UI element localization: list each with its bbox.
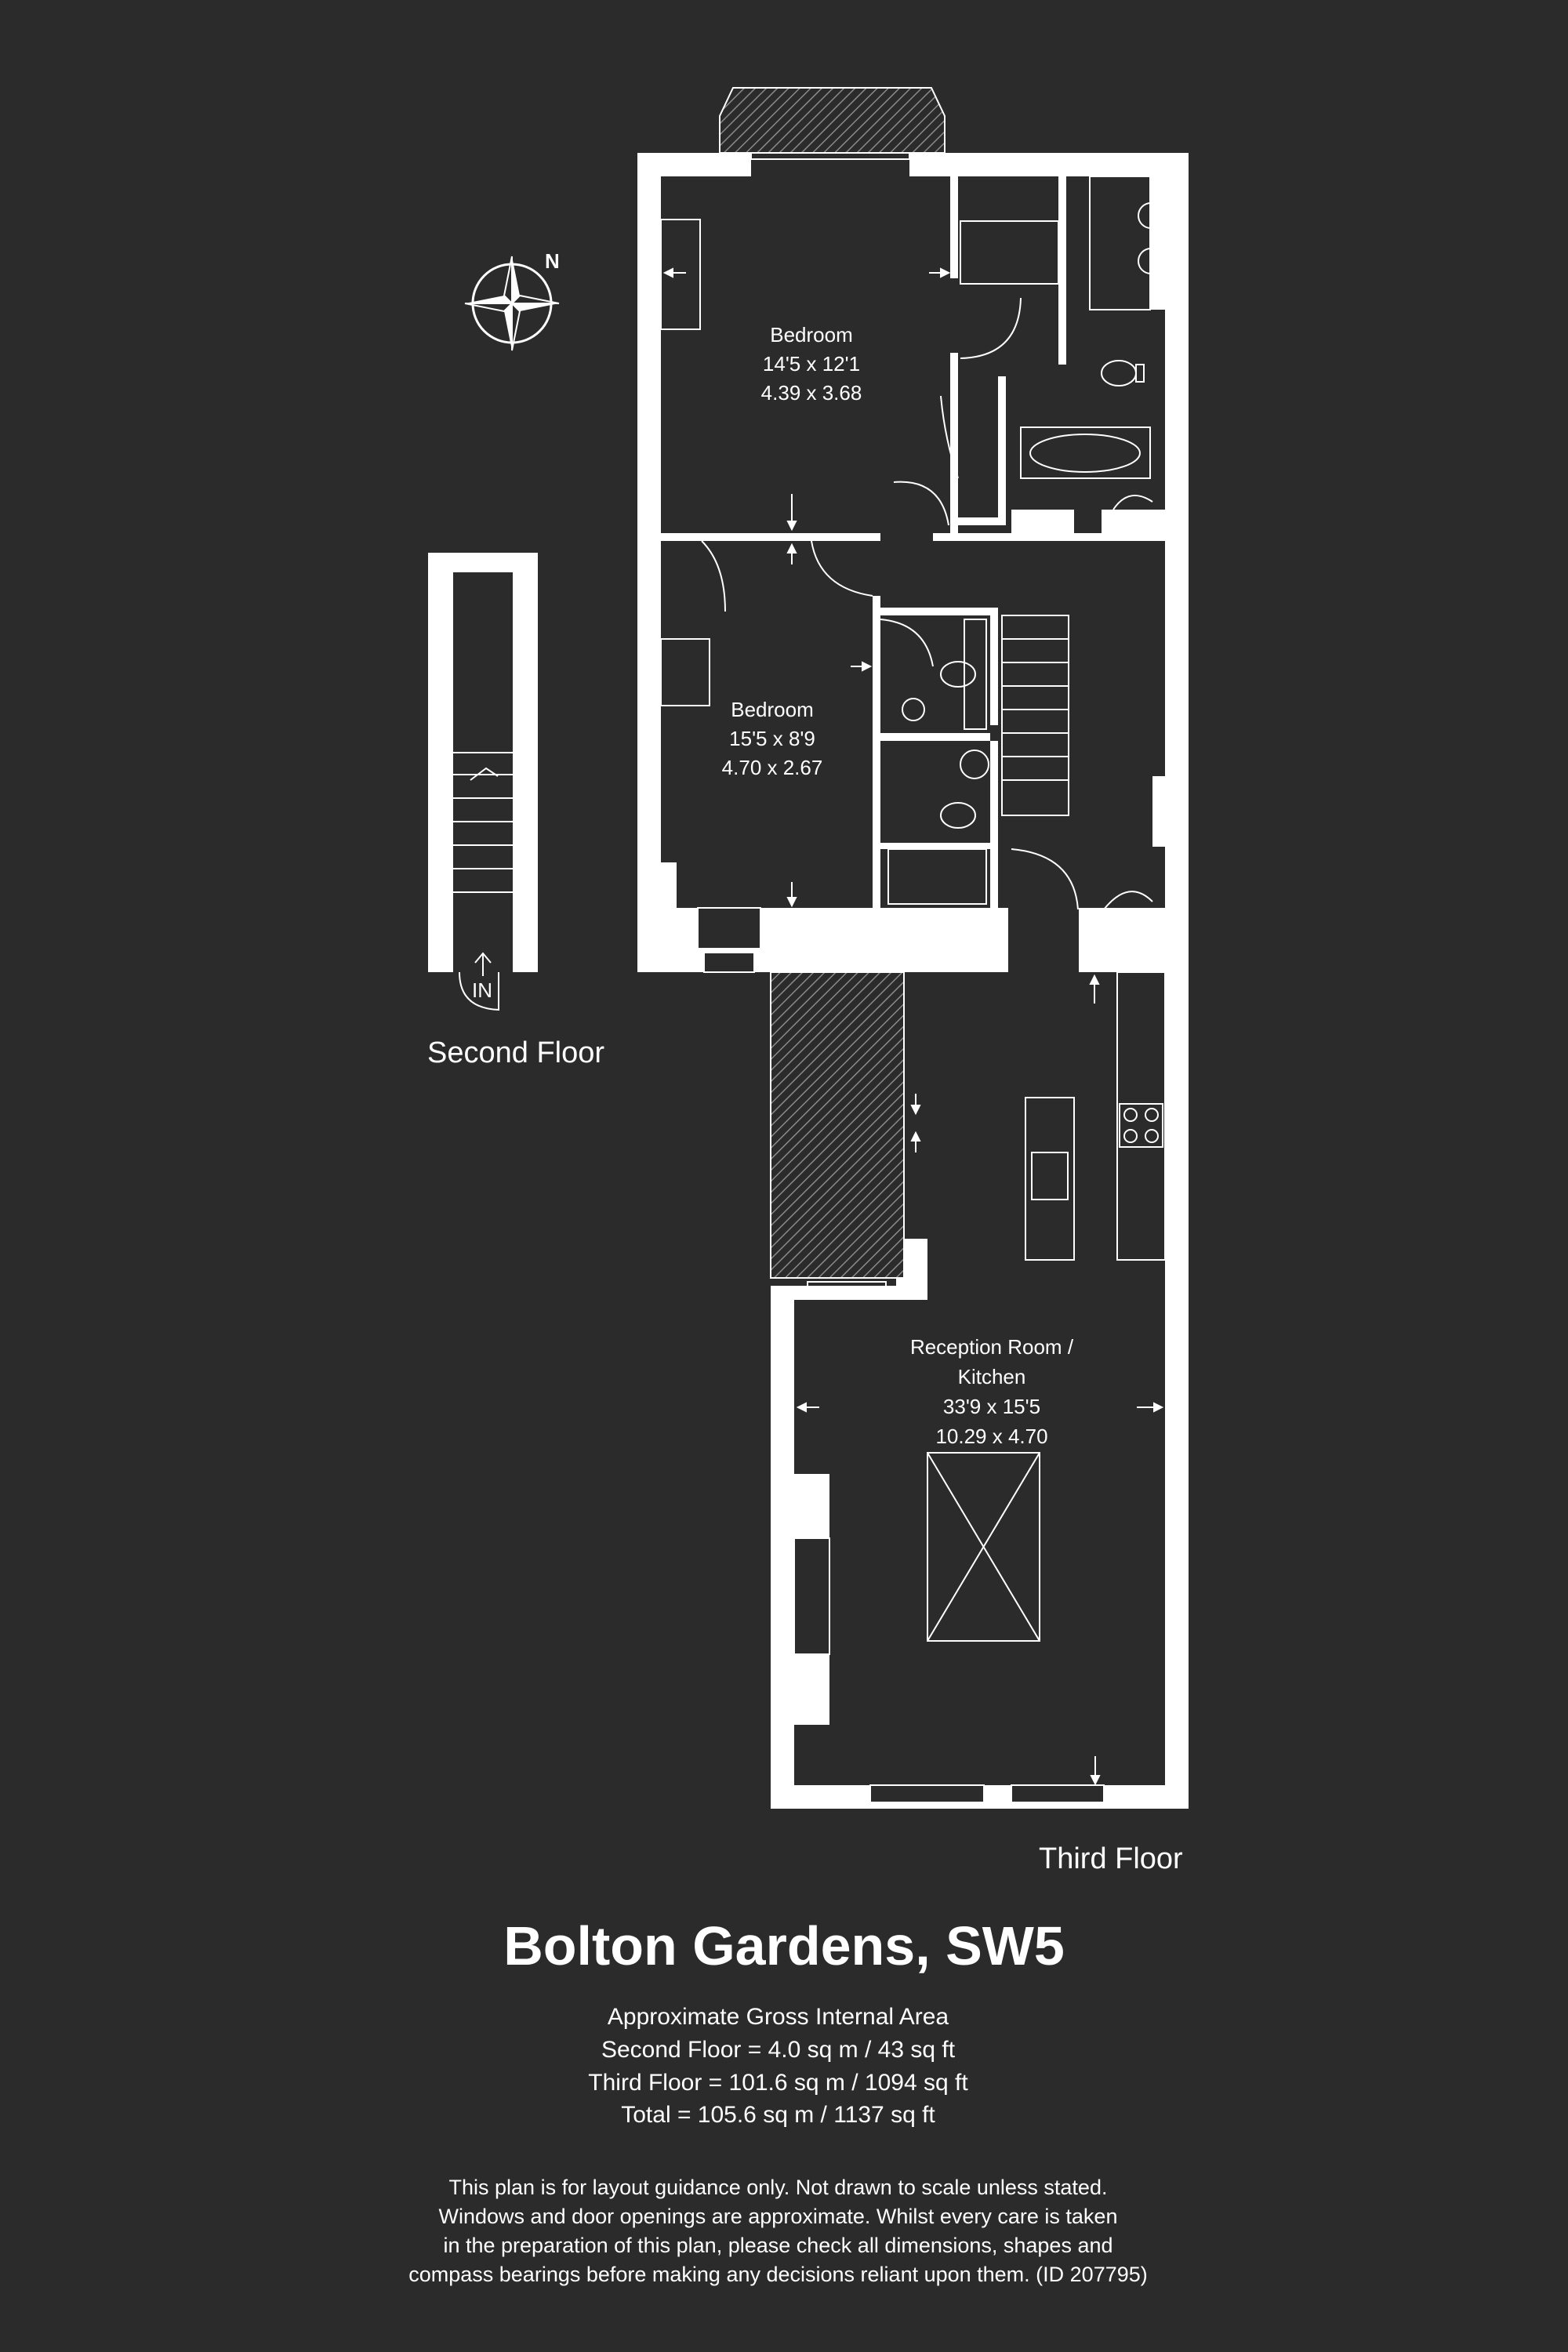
page-title: Bolton Gardens, SW5 [503, 1915, 1065, 1976]
compass-north-label: N [545, 249, 560, 273]
third-floor-stairs [1001, 615, 1069, 816]
bedroom-2-window [697, 907, 761, 973]
third-floor-walls [637, 87, 1189, 1809]
terrace-hatched [770, 971, 905, 1279]
bedroom-2-imperial: 15'5 x 8'9 [729, 727, 815, 750]
area-heading: Approximate Gross Internal Area [607, 2004, 949, 2030]
area-second-floor: Second Floor = 4.0 sq m / 43 sq ft [601, 2037, 956, 2063]
bedroom-2-name: Bedroom [731, 698, 814, 721]
area-third-floor: Third Floor = 101.6 sq m / 1094 sq ft [588, 2070, 968, 2096]
bathtub [1020, 426, 1151, 479]
reception-name-1: Reception Room / [910, 1335, 1074, 1359]
sink-icon [1031, 1152, 1069, 1200]
door-swings [701, 297, 1153, 910]
toilet-icon [1101, 360, 1137, 387]
shower-tray [960, 220, 1059, 285]
third-floor-label: Third Floor [1039, 1842, 1183, 1875]
area-total: Total = 105.6 sq m / 1137 sq ft [621, 2102, 935, 2128]
wc-fixtures [887, 619, 989, 905]
rooflight [927, 1452, 1040, 1642]
second-floor-label: Second Floor [427, 1036, 605, 1069]
kitchen-island [1025, 1097, 1075, 1261]
bedroom-2-metric: 4.70 x 2.67 [722, 756, 823, 779]
disclaimer-line-3: in the preparation of this plan, please … [443, 2234, 1113, 2257]
up-arrow-icon [474, 952, 492, 976]
reception-windows [869, 1784, 1105, 1803]
hob-icon [1119, 1103, 1163, 1148]
reception-imperial: 33'9 x 15'5 [943, 1395, 1040, 1418]
disclaimer-line-2: Windows and door openings are approximat… [438, 2205, 1118, 2228]
reception-metric: 10.29 x 4.70 [935, 1425, 1047, 1448]
bathroom-fixtures [960, 176, 1164, 479]
compass-icon [464, 256, 560, 351]
disclaimer-line-4: compass bearings before making any decis… [408, 2263, 1148, 2286]
bedroom-1-metric: 4.39 x 3.68 [761, 381, 862, 405]
second-floor-plan [428, 553, 538, 1011]
bedroom-1-imperial: 14'5 x 12'1 [763, 352, 860, 376]
entrance-label: IN [472, 978, 492, 1002]
reception-name-2: Kitchen [958, 1365, 1026, 1388]
bedroom-1-name: Bedroom [770, 323, 853, 347]
second-floor-stairs [453, 752, 513, 893]
bay-window [719, 87, 946, 154]
kitchen-units [807, 971, 1166, 1300]
dimension-arrows [662, 267, 1164, 1786]
disclaimer-line-1: This plan is for layout guidance only. N… [448, 2176, 1108, 2199]
